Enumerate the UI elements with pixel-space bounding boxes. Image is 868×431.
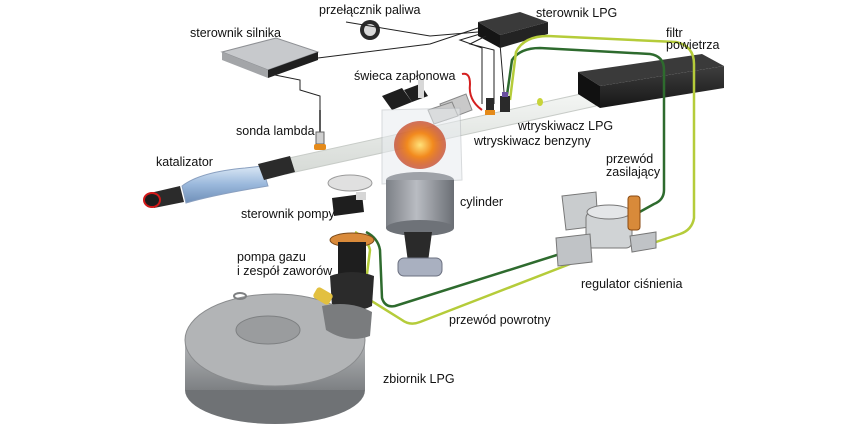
supply-line-to-pump <box>365 230 561 308</box>
label-lambda-sensor: sonda lambda <box>236 124 315 138</box>
label-gas-pump-line1: pompa gazu <box>237 250 306 264</box>
return-line <box>508 34 696 246</box>
lambda-sensor <box>314 110 326 150</box>
label-spark-plug: świeca zapłonowa <box>354 69 456 83</box>
pump-controller <box>327 174 373 216</box>
engine-ecu <box>220 37 320 78</box>
return-line-to-pump <box>354 230 571 325</box>
air-filter <box>578 54 724 108</box>
supply-line <box>504 46 666 216</box>
lpg-ecu <box>478 12 548 48</box>
cylinder-assembly <box>381 80 473 277</box>
label-cylinder: cylinder <box>460 195 504 209</box>
label-supply-line-line2: zasilający <box>606 165 661 179</box>
label-pressure-regulator: regulator ciśnienia <box>581 277 683 291</box>
label-gas-pump-line2: i zespół zaworów <box>237 264 333 278</box>
label-catalyst: katalizator <box>156 155 213 169</box>
label-lpg-tank: zbiornik LPG <box>383 372 455 386</box>
label-supply-line-line1: przewód <box>606 152 654 166</box>
label-fuel-switch: przełącznik paliwa <box>319 3 421 17</box>
label-lpg-ecu: sterownik LPG <box>536 6 618 20</box>
lpg-tank <box>184 287 372 424</box>
label-petrol-injector: wtryskiwacz benzyny <box>474 134 591 148</box>
label-air-filter-line2: powietrza <box>666 38 720 52</box>
label-air-filter-line1: filtr <box>666 26 683 40</box>
label-pump-controller: sterownik pompy <box>241 207 335 221</box>
spark-plug-wire <box>461 72 483 111</box>
label-engine-ecu: sterownik silnika <box>190 26 282 40</box>
label-return-line: przewód powrotny <box>449 313 551 327</box>
gas-pump-valve-block <box>329 232 375 311</box>
catalytic-converter <box>143 156 295 208</box>
injectors <box>485 92 543 115</box>
wiring <box>269 21 506 112</box>
pressure-regulator <box>555 191 657 267</box>
fuel-switch <box>360 20 380 40</box>
label-lpg-injector: wtryskiwacz LPG <box>518 119 614 133</box>
